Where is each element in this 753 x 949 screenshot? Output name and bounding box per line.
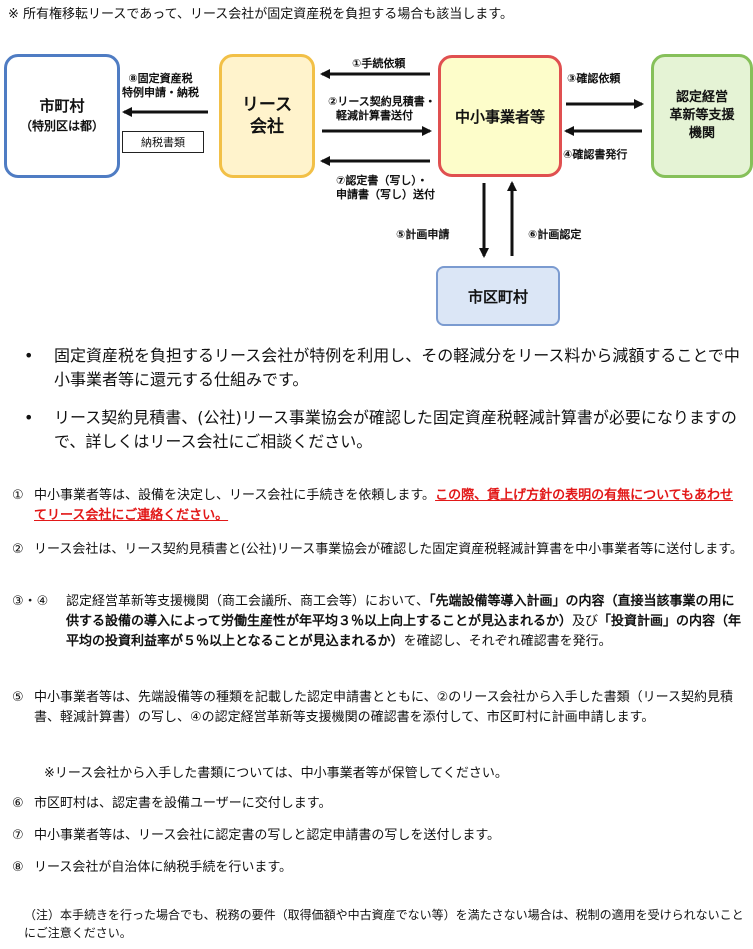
nozei-documents-box: 納税書類 [122,131,204,153]
step-8-text: リース会社が自治体に納税手続を行います。 [34,860,293,875]
city-name: 市町村 [39,97,85,115]
bullet-mark: • [24,346,34,365]
label-step-2: ②リース契約見積書・ 軽減計算書送付 [328,95,436,123]
top-note: ※ 所有権移転リースであって、リース会社が固定資産税を負担する場合も該当します。 [8,7,513,22]
bullet-text: リース契約見積書、(公社)リース事業協会が確認した固定資産税軽減計算書が必要にな… [54,408,737,451]
step-1-text: 中小事業者等は、設備を決定し、リース会社に手続きを依頼します。 [34,488,436,503]
label-step-5: ⑤計画申請 [396,228,450,241]
step-5-note: ※リース会社から入手した書類については、中小事業者等が保管してください。 [44,766,508,781]
step-34-bold-1: 「先端設備等導入計画」の内容（直接当該事業の用に供する設備の導入によって労働生産… [66,594,735,629]
label-step-8: ⑧固定資産税 特例申請・納税 [122,72,199,100]
cert-line2: 革新等支援 [669,108,735,123]
lease-company-box: リース 会社 [219,54,315,178]
footnote: （注）本手続きを行った場合でも、税務の要件（取得価額や中古資産でない等）を満たさ… [24,908,744,940]
cert-org-box: 認定経営 革新等支援 機関 [651,54,753,178]
step-7-text: 中小事業者等は、リース会社に認定書の写しと認定申請書の写しを送付します。 [34,828,501,843]
cert-line3: 機関 [688,126,715,141]
step-number: ⑧ [12,860,24,875]
municipality-box: 市区町村 [436,266,560,326]
step-number: ⑥ [12,796,24,811]
sme-box: 中小事業者等 [438,55,562,177]
label-7-line1: ⑦認定書（写し）・ [336,174,428,187]
bullet-mark: • [24,408,34,427]
city-sub: （特別区は都） [19,119,104,133]
step-number: ③・④ [12,594,49,609]
step-text: 中小事業者等は、設備を決定し、リース会社に手続きを依頼します。この際、賃上げ方針… [34,486,746,526]
step-number: ⑤ [12,690,24,705]
label-7-line2: 申請書（写し）送付 [336,188,435,201]
step-34-bold-2: 「投資計画」の内容（年平均の投資利益率が５％以上となることが見込まれるか） [66,614,741,649]
flow-arrows [122,69,644,258]
cert-line1: 認定経営 [675,90,728,105]
step-34-text-1: 認定経営革新等支援機関（商工会議所、商工会等）において、 [66,594,429,609]
lease-line1: リース [241,95,293,115]
label-2-line1: ②リース契約見積書・ [328,95,436,108]
city-box: 市町村 （特別区は都） [4,54,120,178]
label-step-3: ③確認依頼 [567,72,621,85]
step-number: ⑦ [12,828,24,843]
step-34-text-3: を確認し、それぞれ確認書を発行。 [403,634,612,649]
label-2-line2: 軽減計算書送付 [336,109,413,122]
label-step-1: ①手続依頼 [352,57,406,70]
label-8-line2: 特例申請・納税 [122,86,199,99]
label-8-line1: ⑧固定資産税 [128,72,193,85]
step-number: ① [12,488,24,503]
label-step-7: ⑦認定書（写し）・ 申請書（写し）送付 [336,174,435,202]
bullet-text: 固定資産税を負担するリース会社が特例を利用し、その軽減分をリース料から減額するこ… [54,346,740,389]
step-1-emphasis: この際、賃上げ方針の表明の有無についてもあわせてリース会社にご連絡ください。 [34,488,734,523]
step-5-text: 中小事業者等は、先端設備等の種類を記載した認定申請書とともに、②のリース会社から… [34,690,733,725]
step-6-text: 市区町村は、認定書を設備ユーザーに交付します。 [34,796,332,811]
label-step-6: ⑥計画認定 [528,228,582,241]
step-34-text-2: 及び [571,614,598,629]
label-step-4: ④確認書発行 [563,148,628,161]
step-text: 認定経営革新等支援機関（商工会議所、商工会等）において、「先端設備等導入計画」の… [66,592,746,652]
step-2-text: リース会社は、リース契約見積書と(公社)リース事業協会が確認した固定資産税軽減計… [34,542,743,557]
step-number: ② [12,542,24,557]
lease-line2: 会社 [250,117,284,137]
